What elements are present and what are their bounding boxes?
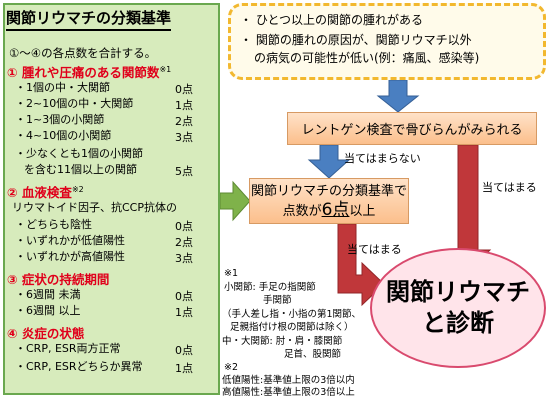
section4-title: ④ 炎症の状態: [7, 326, 85, 341]
sec2-subtitle: リウマトイド因子、抗CCP抗体の: [12, 201, 177, 214]
diagnosis-ellipse: 関節リウマチ と診断: [370, 248, 546, 368]
sec1-row-points: 2点: [175, 115, 193, 128]
sec2-row-label: ・いずれかが低値陽性: [15, 234, 125, 247]
diagnosis-line1: 関節リウマチ: [386, 278, 530, 306]
sec1-row-label: ・1個の中・大関節: [15, 81, 110, 94]
section2-note-mark: ※2: [71, 184, 84, 194]
note1-mark: ※1: [224, 268, 239, 279]
sec1-row-points: 1点: [175, 99, 193, 112]
sec2-row-points: 2点: [175, 236, 193, 249]
sec4-row-points: 0点: [175, 344, 193, 357]
sec3-row-label: ・6週間 未満: [15, 288, 81, 301]
sec3-row-points: 0点: [175, 290, 193, 303]
sec1-row-label: ・1~3個の小関節: [15, 113, 105, 126]
note2-line: 低値陽性:基準値上限の3倍以内: [222, 375, 355, 386]
note1-line: 足首、股関節: [284, 349, 342, 360]
sec4-row-points: 1点: [175, 362, 193, 375]
label-applicable-right: 当てはまる: [482, 181, 537, 194]
note1-line: 足親指付け根の関節は除く）: [230, 322, 354, 333]
criteria-panel: [3, 3, 220, 395]
note1-line: 小関節: 手足の指関節: [224, 282, 316, 293]
criteria-title: 関節リウマチの分類基準: [6, 7, 172, 31]
section1-title: ① 腫れや圧痛のある関節数※1: [7, 64, 172, 80]
condition-box: [228, 3, 546, 80]
xray-box: レントゲン検査で骨びらんがみられる: [287, 112, 537, 145]
note2-line: 高値陽性:基準値上限の3倍以上: [222, 387, 355, 398]
condition-line: ・ 関節の腫れの原因が、関節リウマチ以外: [240, 33, 472, 47]
arrow-score-to-diagnosis: [337, 223, 385, 307]
arrow-criteria-to-score: [219, 180, 251, 222]
label-not-applicable: 当てはまらない: [344, 152, 421, 165]
sec1-row-points: 3点: [175, 131, 193, 144]
arrow-xray-to-score: [307, 144, 351, 179]
note2-mark: ※2: [224, 362, 239, 373]
note1-line: 手関節: [263, 295, 292, 306]
arrow-conditions-to-xray: [376, 79, 420, 113]
criteria-score-box: 関節リウマチの分類基準で 点数が6点以上: [249, 178, 409, 224]
sec1-row-label: ・4~10個の小関節: [15, 129, 112, 142]
sec3-row-points: 1点: [175, 306, 193, 319]
section3-title: ③ 症状の持続期間: [7, 272, 110, 287]
sec1-row-label: を含む11個以上の関節: [24, 163, 137, 176]
label-applicable-bottom: 当てはまる: [347, 243, 402, 256]
sec1-row-label: ・2~10個の中・大関節: [15, 97, 134, 110]
sec4-row-label: ・CRP, ESRどちらか異常: [15, 360, 143, 373]
sec2-row-label: ・どちらも陰性: [15, 218, 92, 231]
condition-line: ・ ひとつ以上の関節の腫れがある: [240, 13, 423, 27]
score-box-line1: 関節リウマチの分類基準で: [250, 184, 407, 199]
criteria-intro: ①～④の各点数を合計する。: [9, 46, 157, 60]
section1-note-mark: ※1: [159, 64, 172, 74]
sec2-row-points: 0点: [175, 220, 193, 233]
sec1-row-points: 5点: [175, 165, 193, 178]
sec2-row-label: ・いずれかが高値陽性: [15, 250, 125, 263]
sec1-row-points: 0点: [175, 83, 193, 96]
note1-line: （手人差し指・小指の第1関節、: [222, 309, 362, 320]
section2-title: ② 血液検査※2: [7, 184, 84, 200]
sec3-row-label: ・6週間 以上: [15, 304, 81, 317]
note1-line: 中・大関節: 肘・肩・膝関節: [222, 336, 343, 347]
sec2-row-points: 3点: [175, 252, 193, 265]
score-box-line2: 点数が6点以上: [282, 200, 376, 220]
score-threshold: 6点: [321, 200, 350, 220]
sec1-row-label: ・少なくとも1個の小関節: [15, 147, 143, 160]
sec4-row-label: ・CRP, ESR両方正常: [15, 342, 121, 355]
condition-line: の病気の可能性が低い(例：痛風、感染等): [254, 51, 480, 65]
diagnosis-line2: と診断: [422, 309, 494, 337]
